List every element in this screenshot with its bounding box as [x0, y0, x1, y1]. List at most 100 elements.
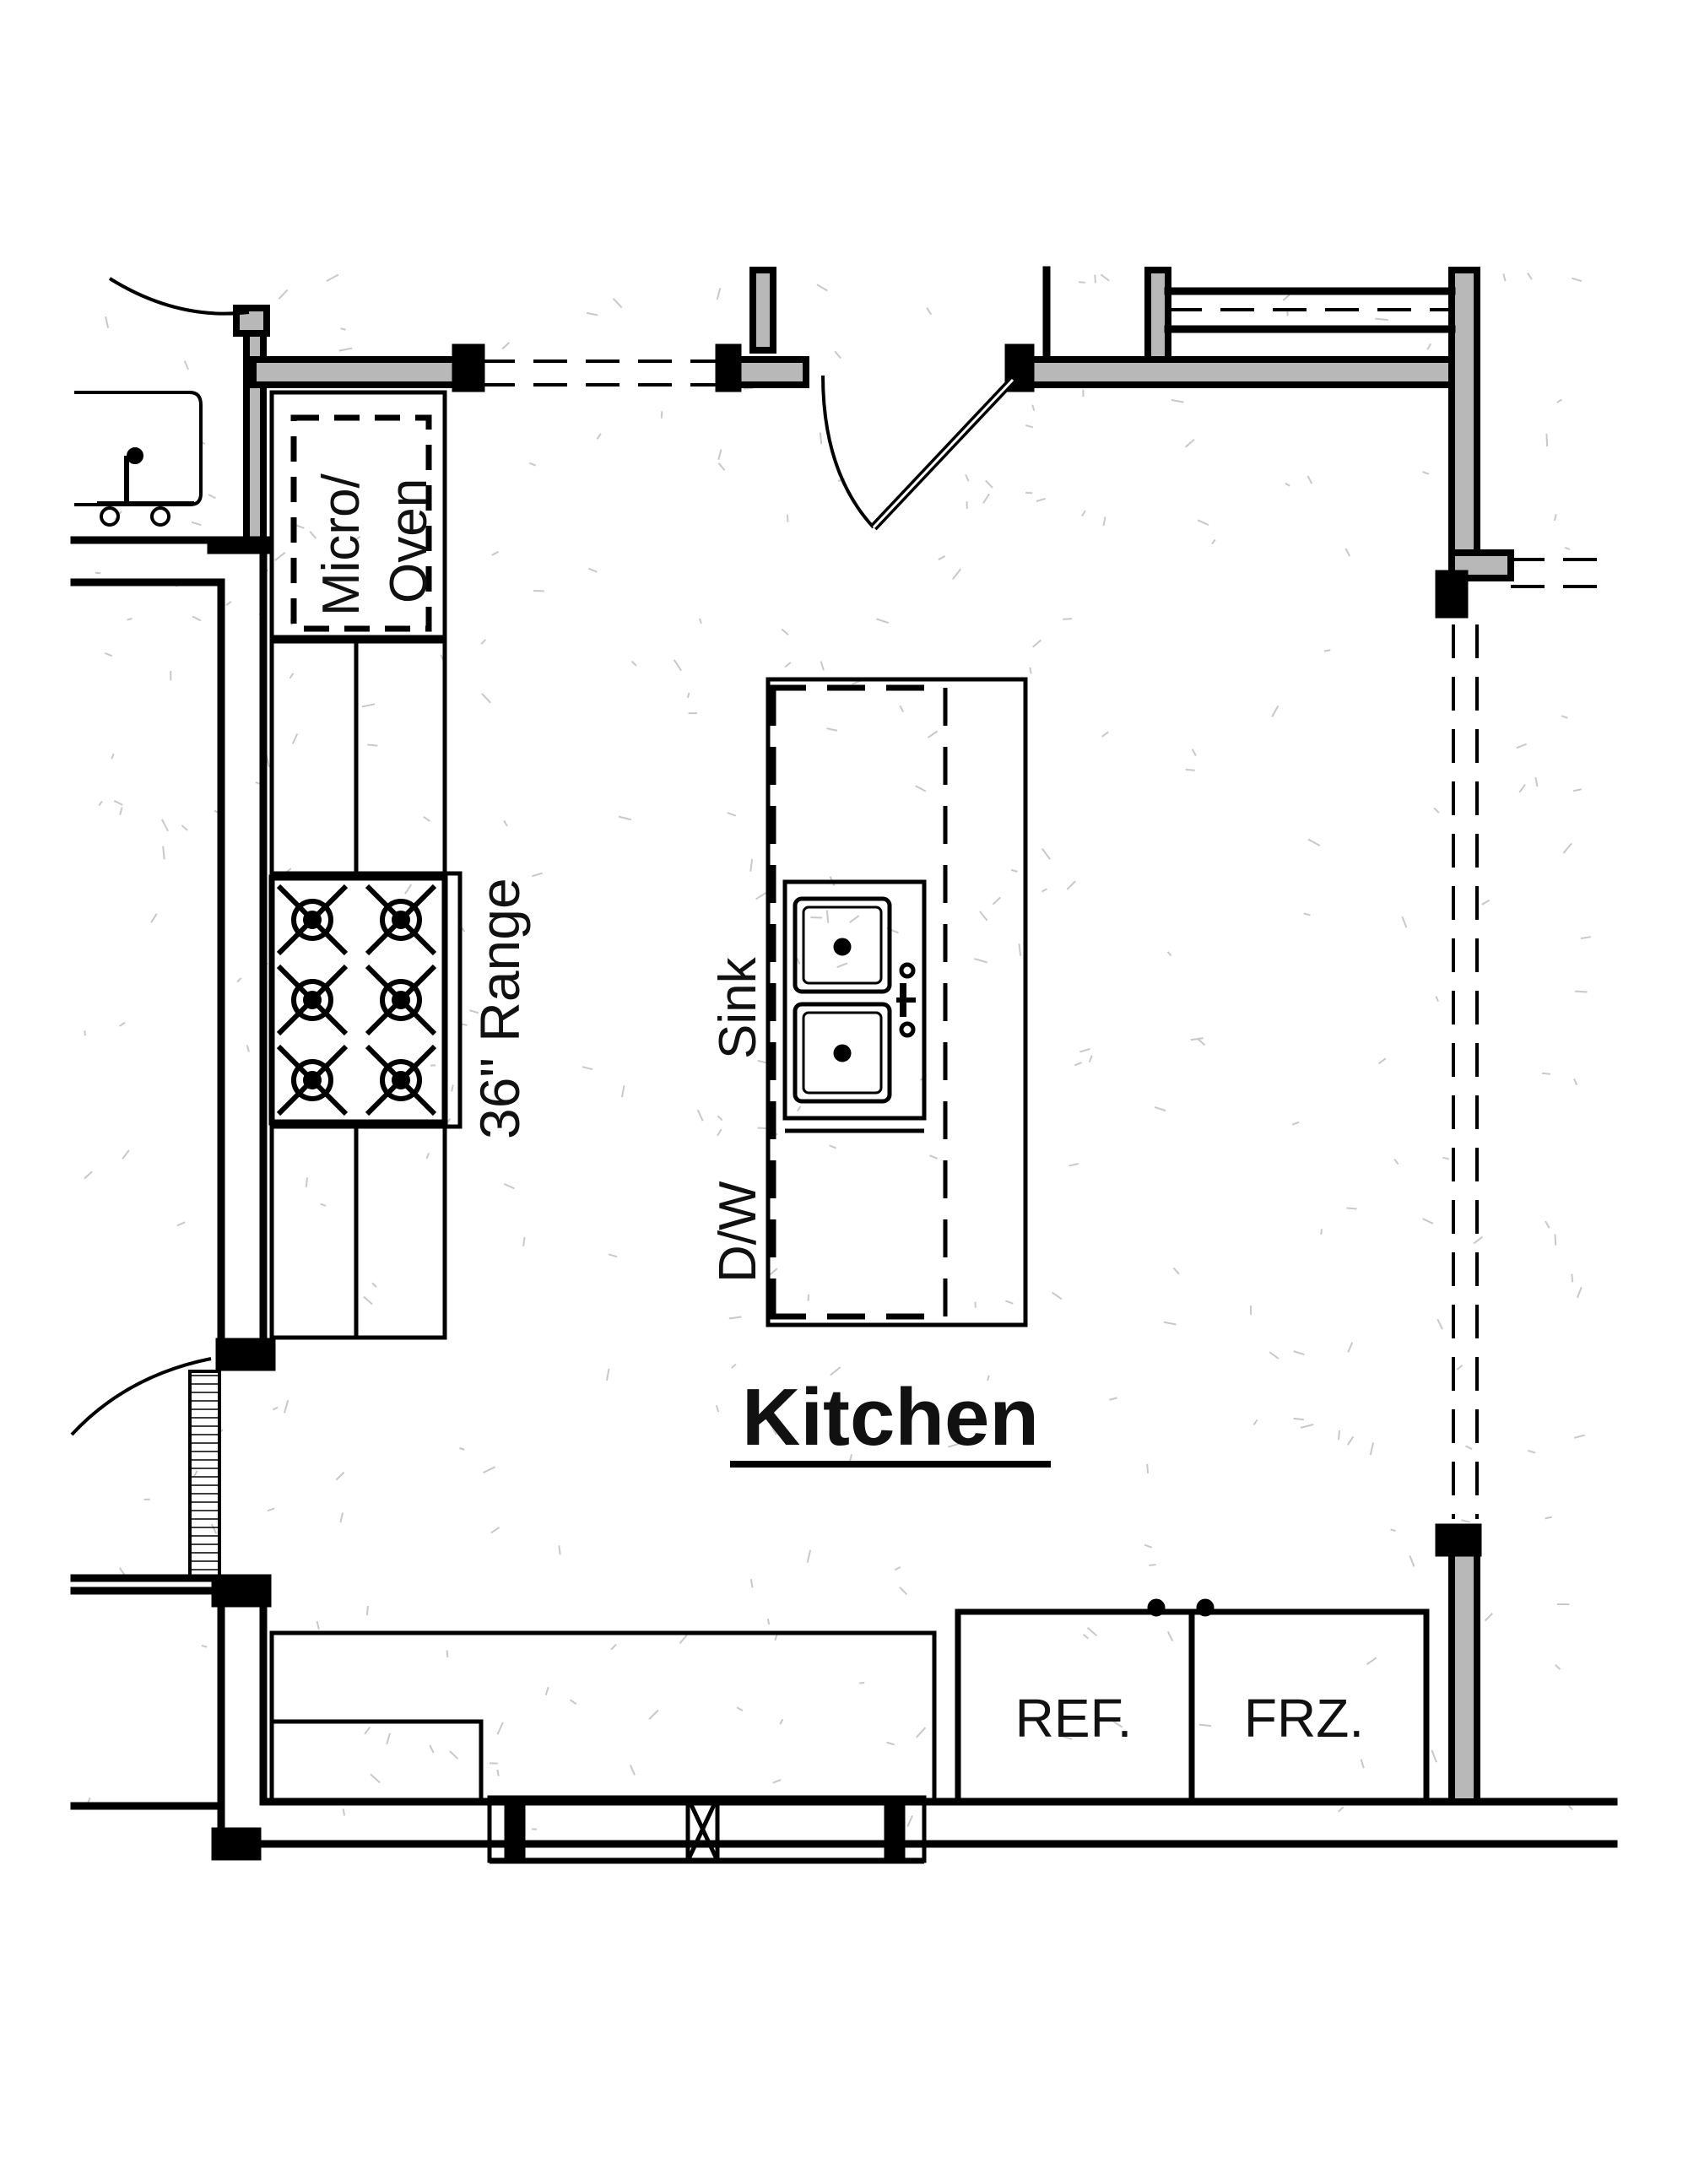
- island-outline: [766, 677, 1028, 1327]
- floor-speckle: [208, 494, 216, 500]
- floor-speckle: [1562, 842, 1572, 854]
- floor-speckle: [1461, 1519, 1470, 1523]
- floor-speckle: [736, 1706, 744, 1712]
- floor-speckle: [755, 891, 768, 900]
- floor-speckle: [183, 360, 189, 370]
- floor-speckle: [1346, 1435, 1355, 1446]
- floor-speckle: [781, 628, 789, 635]
- micro-oven-dashed: [290, 414, 432, 632]
- floor-speckle: [630, 660, 637, 667]
- floor-speckle: [965, 473, 970, 482]
- floor-speckle: [201, 1645, 208, 1648]
- wall-left-cap-mid: [215, 1338, 276, 1371]
- range-label: 36" Range: [468, 878, 531, 1139]
- floor-speckle: [836, 962, 848, 969]
- floor-speckle: [1074, 1062, 1082, 1067]
- floor-speckle: [1041, 848, 1051, 860]
- floor-speckle: [501, 342, 511, 350]
- sink-cabinet: [782, 879, 927, 1121]
- floor-speckle: [340, 327, 346, 331]
- door-leaf-left: [188, 1370, 221, 1580]
- refrigerator-label: REF.: [1015, 1688, 1133, 1749]
- floor-speckle: [1300, 1424, 1314, 1429]
- floor-speckle: [834, 350, 841, 359]
- floor-speckle: [461, 1023, 468, 1026]
- floor-speckle: [717, 462, 726, 471]
- floor-speckle: [1005, 1300, 1014, 1305]
- floor-speckle: [1018, 943, 1022, 956]
- floor-speckle: [596, 433, 602, 440]
- burner: [380, 899, 422, 941]
- floor-speckle: [1146, 1463, 1150, 1474]
- floor-speckle: [1564, 546, 1571, 551]
- floor-speckle: [1377, 1057, 1387, 1065]
- floor-speckle: [1534, 776, 1539, 787]
- floor-speckle: [929, 1154, 939, 1160]
- floor-speckle: [365, 1606, 369, 1616]
- floor-speckle: [309, 531, 317, 539]
- floor-speckle: [1344, 548, 1351, 557]
- floor-speckle: [1041, 888, 1047, 893]
- cabinet-bottom-left: [269, 1719, 484, 1804]
- floor-speckle: [1366, 1657, 1377, 1666]
- floor-speckle: [558, 1545, 561, 1555]
- floor-speckle: [1197, 519, 1209, 527]
- burner: [291, 1059, 333, 1101]
- floor-speckle: [339, 1512, 344, 1523]
- floor-speckle: [816, 284, 828, 292]
- floor-speckle: [84, 1170, 93, 1180]
- floor-speckle: [1166, 951, 1172, 957]
- floor-texture: [84, 272, 1591, 1830]
- door-swings: [70, 277, 1016, 1580]
- floor-speckle: [1029, 667, 1032, 674]
- floor-speckle: [784, 662, 792, 668]
- floor-speckle: [1422, 471, 1430, 475]
- door-leaf-left-hatch: [192, 1375, 218, 1570]
- floor-speckle: [111, 753, 115, 760]
- floor-speckle: [504, 1183, 515, 1190]
- counter-bottom-left: [269, 1630, 937, 1804]
- floor-speckle: [772, 1779, 782, 1784]
- floor-speckle: [1323, 649, 1331, 652]
- floor-speckle: [425, 1152, 430, 1160]
- floor-speckle: [176, 1221, 186, 1227]
- floor-speckle: [522, 1236, 526, 1246]
- floor-speckle: [886, 1741, 895, 1746]
- floor-speckle: [1191, 749, 1197, 757]
- floor-speckle: [660, 411, 663, 419]
- floor-speckle: [1100, 273, 1110, 282]
- floor-speckle: [361, 703, 376, 708]
- floor-speckle: [1025, 491, 1033, 495]
- floor-speckle: [1528, 1449, 1536, 1454]
- floor-speckle: [305, 1177, 309, 1187]
- floor-speckle: [1109, 1397, 1117, 1401]
- wall-top-mid-cap: [715, 343, 742, 392]
- floor-speckle: [876, 618, 889, 624]
- kitchen-island: [766, 677, 1028, 1327]
- floor-speckle: [859, 1681, 865, 1684]
- floor-speckle: [469, 1009, 479, 1014]
- floor-speckle: [728, 1316, 742, 1320]
- sink-basin-lower: [793, 1002, 892, 1104]
- burner: [380, 979, 422, 1021]
- floor-speckle: [1061, 1735, 1073, 1740]
- floor-speckle: [363, 1295, 373, 1306]
- floor-speckle: [225, 600, 232, 606]
- floor-speckle: [1088, 1055, 1093, 1062]
- floor-speckle: [820, 661, 825, 671]
- floor-speckle: [1051, 1291, 1063, 1300]
- floor-speckle: [992, 896, 1002, 905]
- floor-speckle: [849, 915, 860, 923]
- micro-oven-label-line1: Micro/: [312, 473, 371, 616]
- wall-top-right: [1009, 356, 1472, 388]
- burner: [380, 1059, 422, 1101]
- floor-speckle: [629, 1765, 636, 1776]
- floor-speckle: [1527, 272, 1533, 280]
- floor-speckle: [985, 479, 993, 489]
- floor-speckle: [796, 1106, 802, 1112]
- sink-basin-upper: [793, 896, 892, 994]
- floor-speckle: [1081, 510, 1086, 517]
- floor-speckle: [894, 1565, 901, 1571]
- wall-right-upper: [1448, 267, 1480, 577]
- wall-top-right-post2: [1144, 267, 1171, 366]
